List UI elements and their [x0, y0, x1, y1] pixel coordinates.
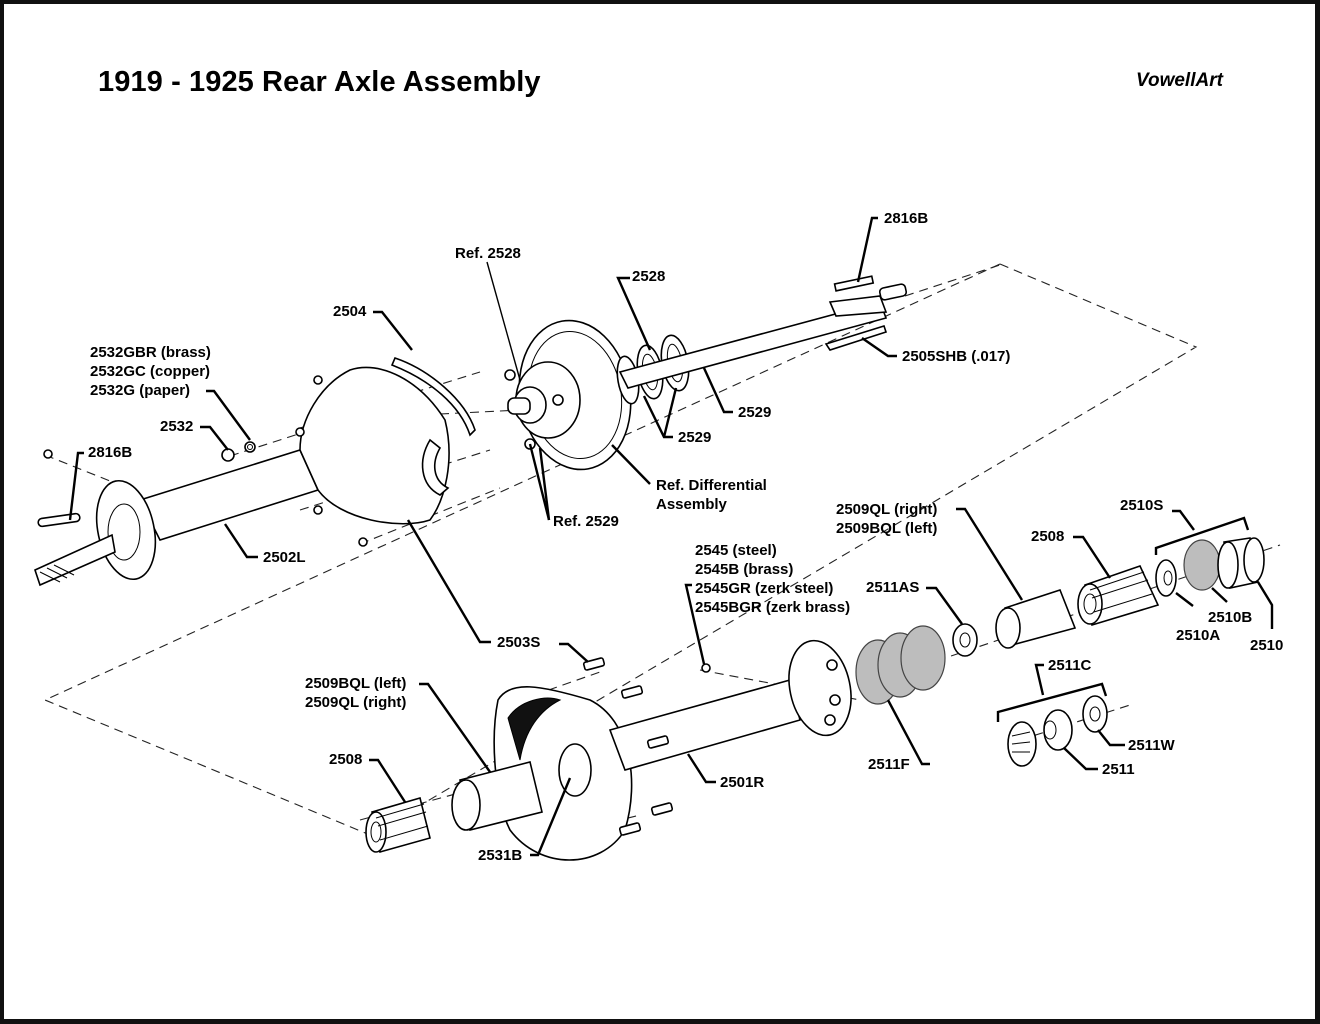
- label-2504: 2504: [333, 303, 367, 320]
- shim-2505SHB: [824, 325, 888, 351]
- axle-shaft: [618, 275, 908, 389]
- label-2816B-top: 2816B: [884, 210, 928, 227]
- grease-cup-2545: [701, 663, 711, 673]
- label-2511C: 2511C: [1048, 657, 1092, 674]
- label-2816B-left: 2816B: [88, 444, 132, 461]
- felt-2510B: [1183, 539, 1221, 591]
- label-2511F: 2511F: [868, 756, 910, 773]
- gasket-2532G: [244, 441, 256, 453]
- label-ref-2528: Ref. 2528: [455, 245, 521, 262]
- label-ref-differential-2: Assembly: [656, 496, 728, 513]
- label-2510S: 2510S: [1120, 497, 1163, 514]
- label-2528: 2528: [632, 268, 665, 285]
- label-2508-lower: 2508: [329, 751, 362, 768]
- axis-line: [1019, 704, 1131, 741]
- cone-2511: [1043, 709, 1073, 751]
- gasket-2504: [390, 357, 476, 437]
- label-2511: 2511: [1102, 761, 1135, 778]
- label-2529-b: 2529: [678, 429, 711, 446]
- bolt-2503S: [582, 657, 606, 671]
- label-2509QL-right: 2509QL (right): [836, 501, 937, 518]
- label-2545: 2545 (steel): [695, 542, 777, 559]
- washer-2511W: [1082, 695, 1108, 733]
- page-title: 1919 - 1925 Rear Axle Assembly: [98, 66, 541, 98]
- right-axle-housing-2501R: [493, 639, 852, 861]
- label-ref-2529: Ref. 2529: [553, 513, 619, 530]
- label-2510: 2510: [1250, 637, 1283, 654]
- label-2509BQL-left: 2509BQL (left): [836, 520, 937, 537]
- label-2509QL-right-lower: 2509QL (right): [305, 694, 406, 711]
- key-2816B-top: [833, 275, 875, 292]
- label-2532: 2532: [160, 418, 193, 435]
- label-2511AS: 2511AS: [866, 579, 919, 596]
- label-2545GR: 2545GR (zerk steel): [695, 580, 833, 597]
- label-2531B: 2531B: [478, 847, 522, 864]
- label-2501R: 2501R: [720, 774, 764, 791]
- pinion-2511: [1007, 721, 1037, 767]
- label-2510A: 2510A: [1176, 627, 1220, 644]
- left-differential-housing: [221, 357, 476, 547]
- key-2816B-left: [37, 512, 81, 528]
- label-2532GC: 2532GC (copper): [90, 363, 210, 380]
- roller-bearing-2508: [1077, 565, 1160, 627]
- label-2510B: 2510B: [1208, 609, 1252, 626]
- cup-2510: [1217, 537, 1265, 589]
- washer-2511AS: [952, 623, 978, 657]
- washer-2510A: [1155, 559, 1177, 597]
- axis-line: [904, 264, 1001, 297]
- label-2532G: 2532G (paper): [90, 382, 190, 399]
- label-2545B: 2545B (brass): [695, 561, 793, 578]
- leader-lines: [68, 216, 1274, 857]
- bushing-2509QL: [995, 589, 1077, 649]
- felt-washers-2511F: [855, 625, 946, 705]
- axis-line: [439, 409, 521, 415]
- label-2545BGR: 2545BGR (zerk brass): [695, 599, 850, 616]
- plug-2532: [221, 448, 235, 462]
- label-2529-a: 2529: [738, 404, 771, 421]
- label-2502L: 2502L: [263, 549, 306, 566]
- label-2511W: 2511W: [1128, 737, 1176, 754]
- label-2532GBR: 2532GBR (brass): [90, 344, 211, 361]
- differential-assembly: [504, 319, 632, 471]
- brand-signature: VowellArt: [1136, 70, 1223, 91]
- label-2503S: 2503S: [497, 634, 540, 651]
- lower-bushing-and-roller: [365, 761, 543, 854]
- label-2508-upper: 2508: [1031, 528, 1064, 545]
- label-ref-differential-1: Ref. Differential: [656, 477, 767, 494]
- axis-line: [44, 454, 141, 494]
- label-2509BQL-left-lower: 2509BQL (left): [305, 675, 406, 692]
- label-2505SHB: 2505SHB (.017): [902, 348, 1010, 365]
